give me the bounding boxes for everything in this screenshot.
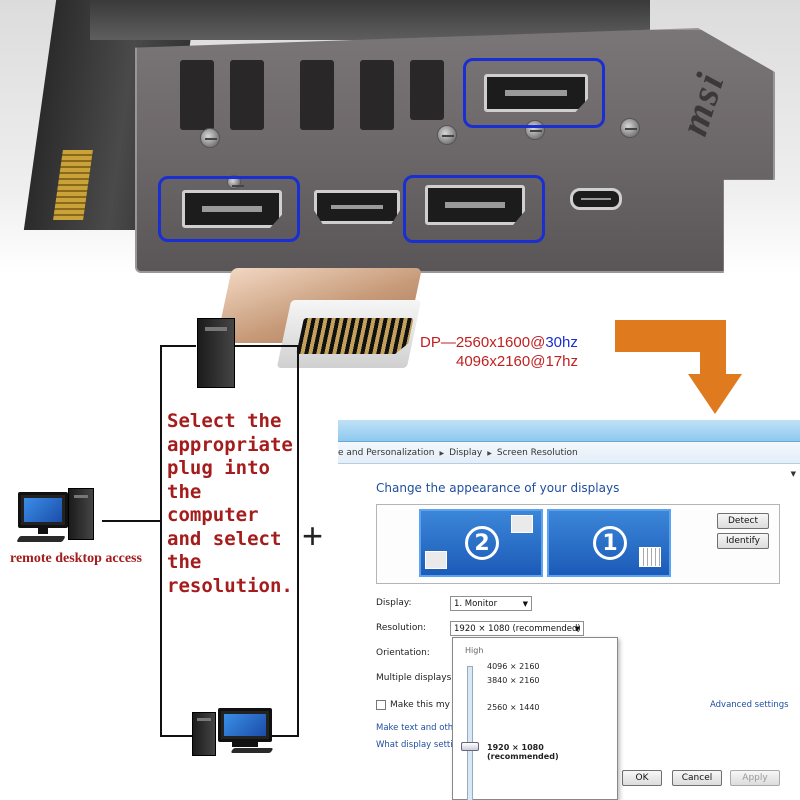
monitor-number: 2 bbox=[465, 526, 499, 560]
display-select[interactable]: 1. Monitor ▼ bbox=[450, 596, 532, 611]
monitor-number: 1 bbox=[593, 526, 627, 560]
monitor-stand bbox=[38, 528, 48, 534]
display-label: Display: bbox=[376, 598, 412, 608]
bracket-vent bbox=[230, 60, 264, 130]
spec-line-2: 4096x2160@17hz bbox=[456, 353, 578, 370]
dp-plug-contacts bbox=[296, 318, 414, 354]
breadcrumb-arrow-icon: ▶ bbox=[487, 450, 492, 457]
connector-line bbox=[235, 345, 299, 347]
resolution-value: 1920 × 1080 (recommended) bbox=[454, 624, 581, 634]
slider-high-label: High bbox=[465, 646, 484, 655]
resolution-option[interactable]: 2560 × 1440 bbox=[487, 703, 540, 712]
advanced-settings-link[interactable]: Advanced settings bbox=[710, 700, 789, 710]
connector-line bbox=[268, 735, 299, 737]
bracket-vent bbox=[180, 60, 214, 130]
resolution-option-selected[interactable]: 1920 × 1080 (recommended) bbox=[487, 743, 559, 761]
remote-desktop-label: remote desktop access bbox=[10, 551, 142, 566]
monitor-tile-1[interactable]: 1 bbox=[547, 509, 671, 577]
resolution-select[interactable]: 1920 × 1080 (recommended)▼ bbox=[450, 621, 584, 636]
orientation-label: Orientation: bbox=[376, 648, 430, 658]
spec-refresh-1: 30hz bbox=[545, 334, 578, 351]
connector-line bbox=[160, 345, 196, 347]
port-highlight bbox=[463, 58, 605, 128]
bracket-screw bbox=[200, 128, 220, 148]
breadcrumb-item[interactable]: e and Personalization bbox=[338, 448, 435, 458]
connector-line bbox=[160, 345, 162, 737]
resolution-option[interactable]: 3840 × 2160 bbox=[487, 676, 540, 685]
resolution-slider-track[interactable] bbox=[467, 666, 473, 800]
instructions-text: Select the appropriate plug into the com… bbox=[167, 410, 293, 597]
keyboard-icon bbox=[16, 536, 66, 542]
computer-tower-icon bbox=[68, 488, 94, 540]
monitor-icon bbox=[18, 492, 68, 528]
resolution-slider-thumb[interactable] bbox=[461, 742, 479, 751]
spec-line-1: DP—2560x1600@30hz bbox=[420, 333, 578, 352]
chevron-down-icon: ▼ bbox=[522, 600, 528, 608]
connector-line bbox=[160, 735, 192, 737]
orange-arrow-head bbox=[688, 374, 742, 414]
spec-resolution-1: 2560x1600@ bbox=[455, 334, 546, 351]
plus-sign: + bbox=[302, 515, 324, 556]
window-titlebar bbox=[338, 420, 800, 442]
monitor-preview-icon bbox=[639, 547, 661, 567]
identify-button[interactable]: Identify bbox=[717, 533, 769, 549]
bracket-vent bbox=[410, 60, 444, 120]
hdmi-port bbox=[314, 190, 400, 224]
gpu-photo: msi bbox=[0, 0, 800, 275]
breadcrumb: e and Personalization ▶ Display ▶ Screen Res… bbox=[338, 442, 800, 478]
connector-line bbox=[297, 345, 299, 737]
resolution-label: Resolution: bbox=[376, 623, 427, 633]
make-main-display-checkbox[interactable] bbox=[376, 700, 386, 710]
breadcrumb-arrow-icon: ▶ bbox=[439, 450, 445, 457]
display-value: 1. Monitor bbox=[454, 599, 498, 609]
resolution-dropdown-popup: High 4096 × 2160 3840 × 2160 2560 × 1440… bbox=[452, 637, 618, 800]
bracket-screw bbox=[620, 118, 640, 138]
bracket-vent bbox=[300, 60, 334, 130]
bracket-screw bbox=[437, 125, 457, 145]
apply-button[interactable]: Apply bbox=[730, 770, 780, 786]
monitor-stand bbox=[232, 742, 258, 747]
resolution-option[interactable]: 4096 × 2160 bbox=[487, 662, 540, 671]
multiple-displays-label: Multiple displays: bbox=[376, 673, 455, 683]
usb-c-port bbox=[570, 188, 622, 210]
screen-resolution-window: e and Personalization ▶ Display ▶ Screen Res… bbox=[338, 420, 800, 800]
displayport-port bbox=[425, 185, 525, 225]
text-size-link[interactable]: Make text and othe bbox=[376, 723, 459, 733]
bracket-vent bbox=[360, 60, 394, 130]
connector-line bbox=[102, 520, 160, 522]
computer-tower-icon bbox=[192, 712, 216, 756]
display-settings-link[interactable]: What display settin bbox=[376, 740, 458, 750]
spec-dash: — bbox=[440, 334, 456, 351]
make-main-display-label: Make this my ma bbox=[390, 700, 468, 710]
monitor-preview-icon bbox=[425, 551, 447, 569]
monitor-tile-2[interactable]: 2 bbox=[419, 509, 543, 577]
spec-dp-label: DP bbox=[420, 334, 441, 351]
orange-arrow-stem bbox=[700, 320, 726, 380]
port-highlight bbox=[158, 176, 300, 242]
page-title: Change the appearance of your displays bbox=[376, 481, 620, 495]
breadcrumb-item[interactable]: Display bbox=[449, 448, 483, 458]
breadcrumb-item[interactable]: Screen Resolution bbox=[496, 448, 578, 458]
cancel-button[interactable]: Cancel bbox=[672, 770, 722, 786]
detect-button[interactable]: Detect bbox=[717, 513, 769, 529]
monitor-arrangement-panel: 2 1 Detect Identify bbox=[376, 504, 780, 584]
displayport-port bbox=[484, 74, 588, 112]
monitor-icon bbox=[218, 708, 272, 742]
port-highlight bbox=[403, 175, 545, 243]
keyboard-icon bbox=[230, 748, 274, 753]
ok-button[interactable]: OK bbox=[622, 770, 662, 786]
chevron-down-icon: ▼ bbox=[574, 625, 580, 633]
chevron-down-icon[interactable]: ▼ bbox=[790, 470, 796, 478]
computer-tower-icon bbox=[197, 318, 235, 388]
monitor-preview-icon bbox=[511, 515, 533, 533]
displayport-port bbox=[182, 190, 282, 228]
